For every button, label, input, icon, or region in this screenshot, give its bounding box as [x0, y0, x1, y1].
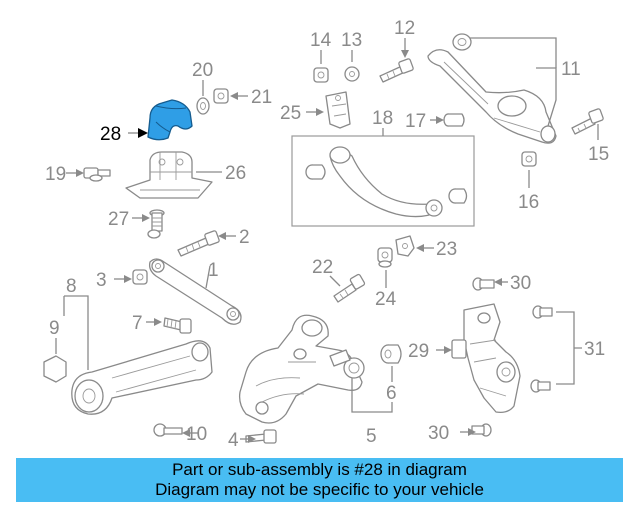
part-1-lateral-link[interactable]: [148, 258, 242, 325]
banner-line-2: Diagram may not be specific to your vehi…: [155, 480, 484, 499]
callout-10[interactable]: 10: [186, 424, 207, 445]
callout-22[interactable]: 22: [312, 257, 333, 278]
part-2-bolt[interactable]: [177, 230, 220, 257]
part-17-bolt[interactable]: [443, 113, 465, 127]
part-31-bolt-b[interactable]: [530, 379, 551, 393]
part-24-nut[interactable]: [377, 247, 393, 268]
part-7-bolt[interactable]: [163, 317, 192, 334]
part-29-carrier[interactable]: [451, 303, 521, 414]
part-9-cap[interactable]: [43, 355, 67, 383]
part-14-nut[interactable]: [313, 67, 329, 83]
callout-29[interactable]: 29: [408, 341, 429, 362]
part-22-bolt[interactable]: [333, 273, 366, 303]
callout-28[interactable]: 28: [100, 124, 121, 145]
part-25-bracket[interactable]: [325, 91, 351, 129]
callout-4[interactable]: 4: [228, 430, 239, 451]
part-27-bolt[interactable]: [147, 209, 165, 239]
part-8-trailing-arm[interactable]: [71, 340, 213, 415]
part-30-bolt-upper[interactable]: [472, 277, 495, 291]
callout-5[interactable]: 5: [366, 426, 377, 447]
callout-11[interactable]: 11: [561, 59, 581, 80]
callout-24[interactable]: 24: [375, 289, 397, 310]
callout-3[interactable]: 3: [96, 270, 107, 291]
callout-14[interactable]: 14: [310, 30, 332, 51]
callout-21[interactable]: 21: [251, 87, 272, 108]
callout-26[interactable]: 26: [225, 163, 246, 184]
callout-16[interactable]: 16: [518, 192, 539, 213]
knuckle-assembly[interactable]: [238, 314, 365, 424]
part-3-nut[interactable]: [132, 269, 148, 285]
part-10-bolt[interactable]: [153, 423, 183, 437]
part-13-washer[interactable]: [344, 66, 360, 82]
callout-31[interactable]: 31: [584, 339, 605, 360]
callout-7[interactable]: 7: [132, 313, 143, 334]
callout-23[interactable]: 23: [436, 239, 457, 260]
callout-25[interactable]: 25: [280, 103, 301, 124]
callout-8[interactable]: 8: [66, 276, 77, 297]
part-28-bump-stop[interactable]: [147, 99, 193, 141]
part-19-bolt[interactable]: [83, 167, 111, 182]
banner-line-1: Part or sub-assembly is #28 in diagram: [172, 460, 467, 479]
callout-30-lower[interactable]: 30: [428, 423, 449, 444]
callout-6[interactable]: 6: [386, 383, 397, 404]
part-18-bushing-left[interactable]: [305, 164, 326, 180]
callout-15[interactable]: 15: [588, 144, 609, 165]
part-16-nut[interactable]: [521, 151, 537, 167]
part-31-bolt-a[interactable]: [532, 305, 553, 319]
callout-19[interactable]: 19: [45, 164, 66, 185]
part-12-bolt[interactable]: [379, 58, 414, 83]
callout-9[interactable]: 9: [49, 318, 60, 339]
callout-1[interactable]: 1: [208, 260, 219, 281]
part-15-bolt[interactable]: [571, 108, 604, 135]
part-11-lower-arm[interactable]: [427, 33, 557, 144]
callout-2[interactable]: 2: [239, 227, 250, 248]
part-18-box: [291, 135, 475, 227]
callout-18[interactable]: 18: [372, 108, 393, 129]
part-20-washer[interactable]: [196, 97, 210, 115]
part-23-bracket[interactable]: [395, 235, 415, 257]
callout-20[interactable]: 20: [192, 60, 213, 81]
part-26-mount-bracket[interactable]: [125, 151, 213, 199]
part-18-bushing-right[interactable]: [448, 188, 468, 204]
callout-30-upper[interactable]: 30: [510, 273, 531, 294]
part-21-nut[interactable]: [213, 88, 229, 104]
callout-13[interactable]: 13: [341, 30, 362, 51]
callout-12[interactable]: 12: [394, 18, 415, 39]
part-18-upper-arm[interactable]: [329, 146, 443, 218]
callout-17[interactable]: 17: [405, 111, 426, 132]
part-6-bushing[interactable]: [380, 344, 402, 364]
callout-27[interactable]: 27: [108, 209, 129, 230]
info-banner: Part or sub-assembly is #28 in diagram D…: [16, 458, 623, 502]
part-30-bolt-lower[interactable]: [471, 423, 492, 437]
